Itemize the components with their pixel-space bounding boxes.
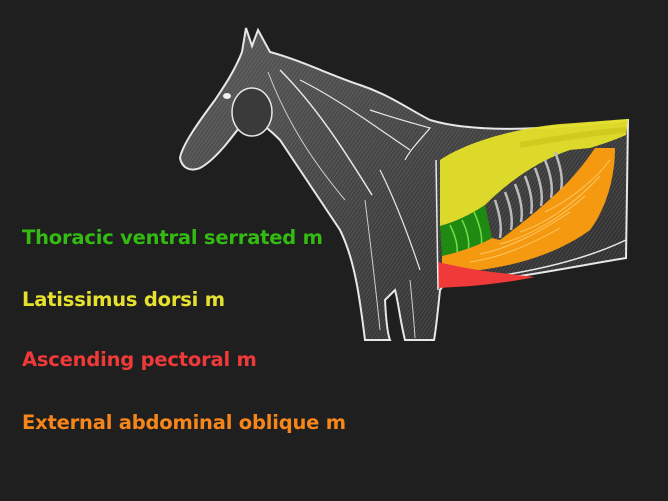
eye-icon bbox=[223, 93, 231, 99]
cheek-muscle bbox=[231, 87, 273, 137]
horse-muscle-illustration bbox=[170, 20, 640, 350]
muscle-regions bbox=[435, 119, 628, 291]
latissimus-dorsi-region bbox=[440, 119, 628, 226]
legend-ascending-pectoral: Ascending pectoral m bbox=[22, 348, 257, 371]
legend-external-abdominal-oblique: External abdominal oblique m bbox=[22, 411, 346, 434]
external-abdominal-oblique-region bbox=[442, 148, 615, 270]
horse-svg bbox=[178, 27, 630, 341]
ribs bbox=[493, 151, 563, 239]
ascending-pectoral-region bbox=[438, 262, 535, 288]
legend-thoracic-ventral-serrated: Thoracic ventral serrated m bbox=[22, 226, 323, 249]
legend-latissimus-dorsi: Latissimus dorsi m bbox=[22, 288, 225, 311]
muscle-legend: Thoracic ventral serrated m Latissimus d… bbox=[22, 0, 422, 501]
